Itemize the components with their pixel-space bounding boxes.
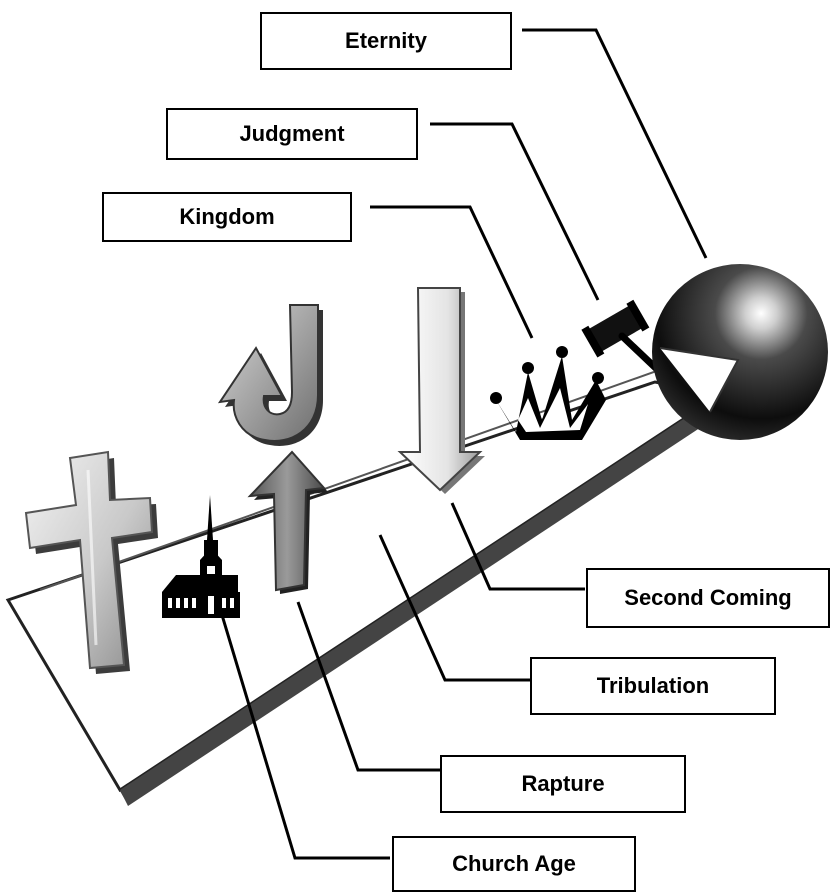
rapture-connector [296, 601, 440, 772]
label-church-age: Church Age [392, 836, 636, 892]
label-tribulation: Tribulation [530, 657, 776, 715]
cross-icon [24, 450, 158, 674]
label-rapture: Rapture [440, 755, 686, 813]
sphere-icon [652, 264, 828, 440]
label-second-coming: Second Coming [586, 568, 830, 628]
up-arrow-icon [247, 450, 328, 594]
second-coming-connector [450, 502, 585, 591]
kingdom-connector [370, 205, 534, 339]
label-judgment: Judgment [166, 108, 418, 160]
eternity-connector [522, 28, 708, 259]
timeline-platform [5, 351, 730, 806]
u-turn-arrow-icon [217, 304, 323, 446]
church-age-connector [220, 614, 390, 860]
crown-icon [490, 346, 606, 440]
down-arrow-icon [397, 287, 485, 494]
label-eternity: Eternity [260, 12, 512, 70]
connector-lines [220, 28, 708, 860]
judgment-connector [430, 122, 600, 301]
label-kingdom: Kingdom [102, 192, 352, 242]
tribulation-connector [378, 534, 530, 682]
church-icon [162, 495, 240, 618]
